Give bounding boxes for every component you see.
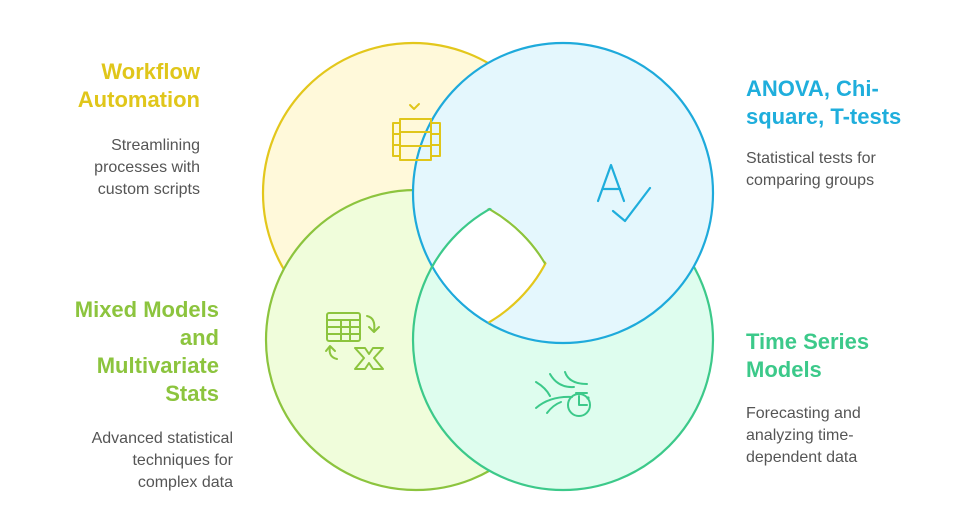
section-title: Workflow Automation	[77, 59, 200, 112]
section-description: Streamlining processes with custom scrip…	[94, 137, 200, 198]
section-description: Advanced statistical techniques for comp…	[91, 430, 233, 491]
section-anova: ANOVA, Chi- square, T-tests Statistical …	[746, 75, 901, 192]
section-time: Time Series Models Forecasting and analy…	[746, 328, 869, 469]
section-workflow: Workflow Automation Streamlining process…	[78, 58, 200, 201]
section-title: ANOVA, Chi- square, T-tests	[746, 76, 902, 129]
database-columns-check-icon	[392, 103, 441, 161]
section-description: Statistical tests for comparing groups	[746, 150, 876, 189]
section-mixed: Mixed Models and Multivariate Stats Adva…	[74, 296, 233, 494]
section-title: Mixed Models and Multivariate Stats	[74, 297, 219, 406]
trend-clock-icon	[535, 371, 591, 417]
spell-check-icon	[596, 163, 652, 223]
spreadsheet-convert-icon	[325, 312, 384, 370]
section-title: Time Series Models	[746, 329, 870, 382]
section-description: Forecasting and analyzing time- dependen…	[746, 405, 861, 466]
